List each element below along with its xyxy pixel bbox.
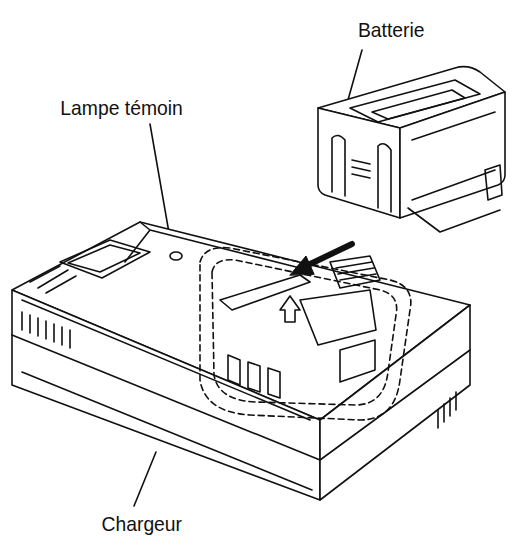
charger-body [12,222,470,500]
part-label: Lampe témoin [58,96,184,119]
leader-line [348,50,362,100]
leader-line [134,452,156,506]
part-label: Chargeur [100,512,184,535]
arrow-head [290,256,314,275]
battery-pack [318,67,505,232]
insert-arrow [306,244,352,266]
part-label: Batterie [356,18,426,41]
